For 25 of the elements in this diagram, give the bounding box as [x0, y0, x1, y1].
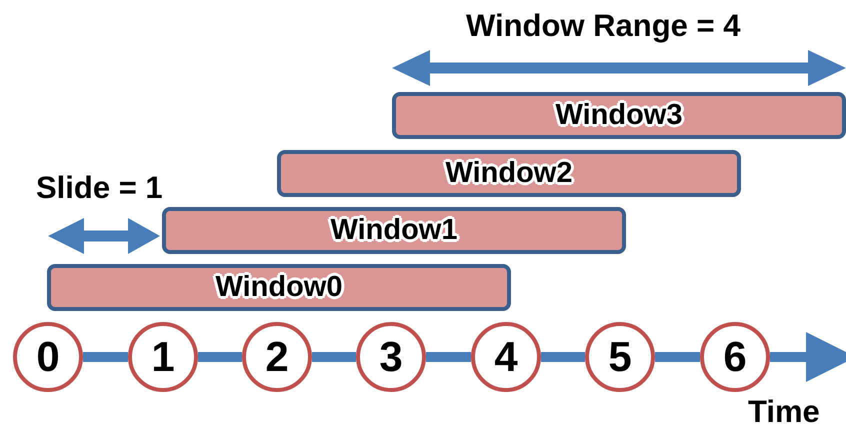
dimension-label: Window Range = 4	[466, 8, 740, 44]
time-step-number: 4	[494, 333, 518, 381]
axis-label: Time	[748, 394, 820, 430]
time-step-number: 2	[265, 333, 289, 381]
timeline-segment	[198, 352, 242, 362]
time-step-number: 3	[379, 333, 403, 381]
timeline-segment	[312, 352, 356, 362]
window-bar	[162, 207, 626, 254]
timeline-segment	[541, 352, 585, 362]
time-step-number: 6	[723, 333, 747, 381]
window-bar	[392, 92, 846, 139]
window-label: Window3	[555, 99, 682, 132]
dimension-label: Slide = 1	[36, 170, 163, 206]
time-step-number: 1	[151, 333, 175, 381]
window-label: Window0	[215, 271, 342, 304]
time-axis-arrow	[770, 332, 846, 382]
window-bar	[277, 150, 741, 197]
timeline-segment	[83, 352, 128, 362]
timeline-segment	[426, 352, 471, 362]
timeline-segment	[655, 352, 700, 362]
window-label: Window1	[330, 214, 458, 247]
time-step-number: 0	[36, 333, 60, 381]
window-label: Window2	[445, 157, 572, 190]
time-step-number: 5	[608, 333, 632, 381]
window-bar	[47, 264, 511, 311]
